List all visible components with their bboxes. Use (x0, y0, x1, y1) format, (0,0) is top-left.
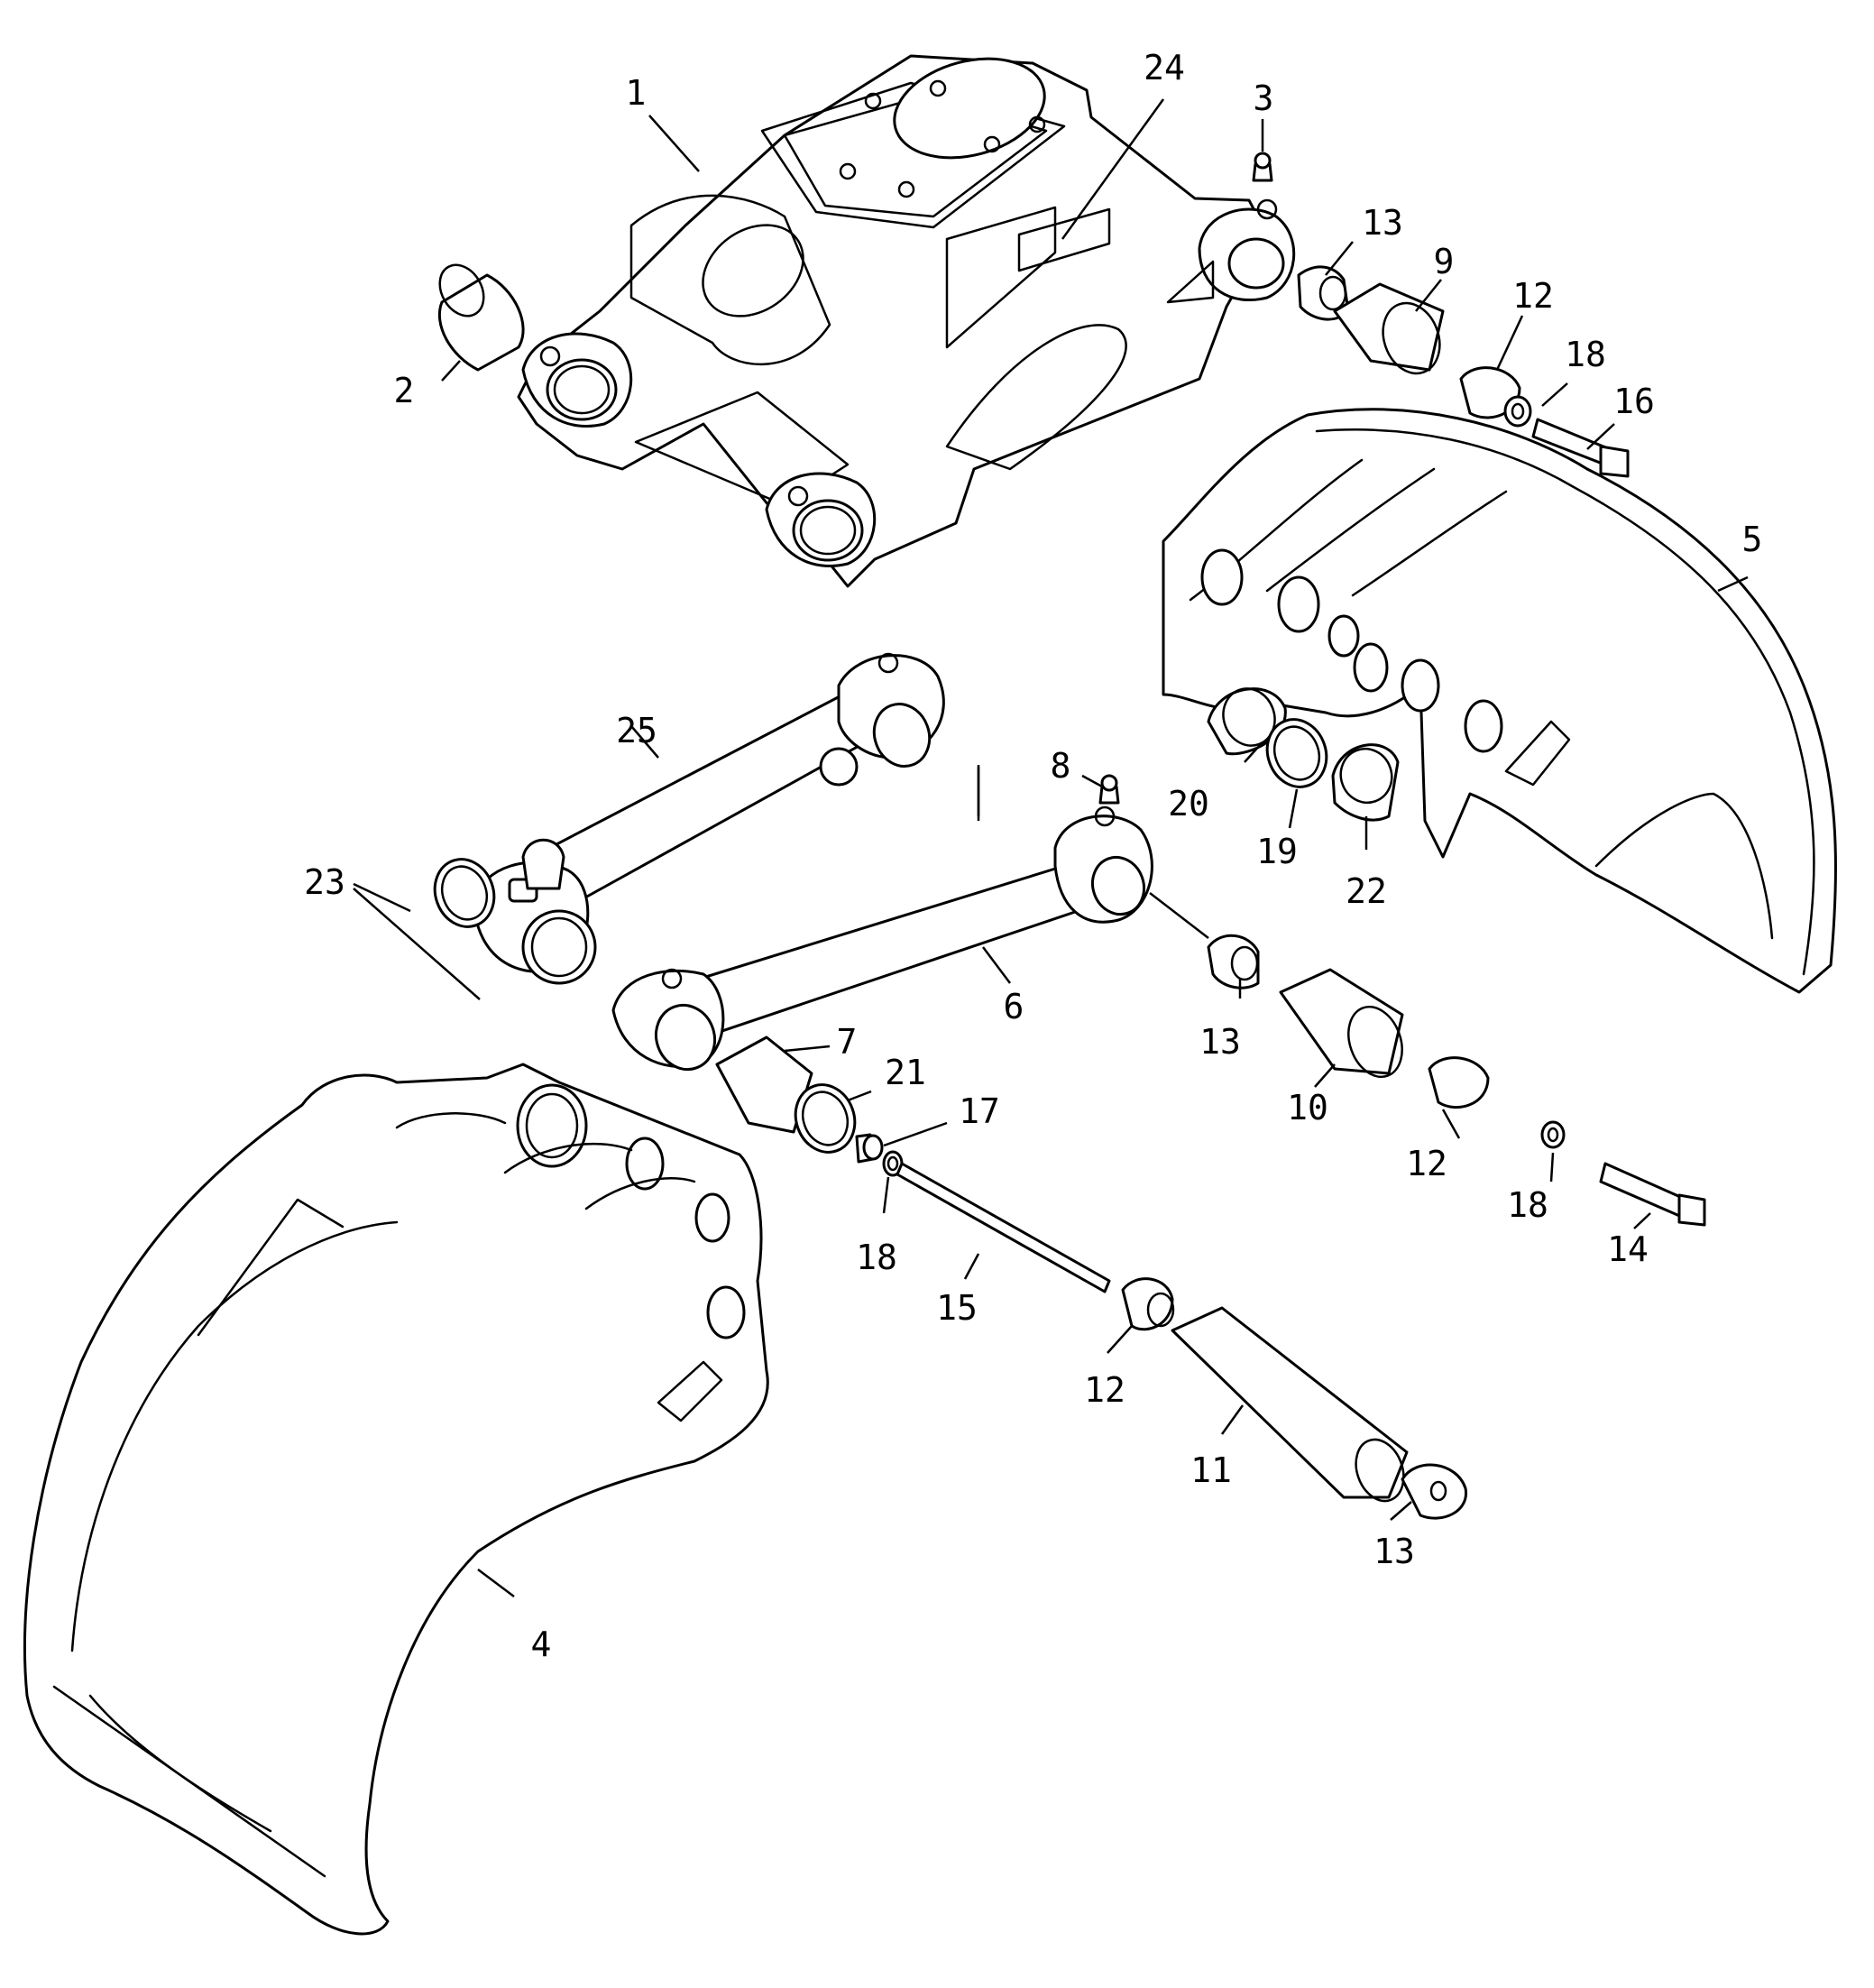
part-24-decal (1017, 207, 1111, 272)
part-23-bushings (433, 858, 496, 928)
callout-6: 6 (1004, 987, 1024, 1026)
part-6-link-arm (611, 805, 1153, 1072)
part-4-left-jaw (23, 1063, 769, 1936)
callout-5: 5 (1742, 520, 1763, 559)
callout-10: 10 (1287, 1088, 1328, 1127)
lower-pin-stack-left (715, 1035, 1111, 1293)
callout-18c: 18 (1507, 1185, 1548, 1225)
callout-2: 2 (394, 371, 415, 410)
callout-7: 7 (837, 1022, 858, 1062)
part-1-frame (517, 54, 1296, 588)
part-8-grease-nipple (1098, 774, 1120, 805)
callout-15: 15 (936, 1288, 978, 1328)
callout-12a: 12 (1512, 276, 1554, 316)
part-25-cylinder (472, 652, 945, 985)
callout-18b: 18 (856, 1238, 897, 1277)
callout-8: 8 (1051, 746, 1071, 786)
callout-13c: 13 (1373, 1532, 1415, 1571)
callout-13a: 13 (1362, 203, 1403, 243)
callout-20: 20 (1168, 784, 1209, 824)
callout-23: 23 (304, 862, 345, 902)
callout-14: 14 (1607, 1229, 1649, 1269)
callout-13b: 13 (1199, 1022, 1241, 1062)
leader-lines (353, 98, 1749, 1597)
callout-25: 25 (616, 711, 657, 750)
part-3-grease-nipple (1252, 152, 1273, 182)
part-2-bushing (437, 263, 525, 372)
callout-4: 4 (531, 1624, 552, 1664)
lower-pin-stack-right (1207, 934, 1706, 1227)
upper-pin-stack (1297, 265, 1630, 478)
bushings-20-19-22 (1207, 687, 1400, 822)
callout-1: 1 (626, 73, 647, 113)
callout-22: 22 (1346, 871, 1387, 911)
callout-17: 17 (959, 1091, 1000, 1131)
callout-9: 9 (1434, 242, 1455, 281)
callout-11: 11 (1190, 1450, 1232, 1490)
callout-12b: 12 (1406, 1144, 1447, 1183)
callout-24: 24 (1144, 48, 1185, 87)
part-5-right-jaw (1162, 408, 1838, 994)
callout-18a: 18 (1565, 335, 1606, 374)
callout-16: 16 (1613, 382, 1655, 421)
callout-21: 21 (885, 1053, 926, 1092)
lower-shaft-stack (1121, 1277, 1467, 1520)
callout-3: 3 (1254, 78, 1274, 118)
callouts: 1 2 3 4 5 6 7 8 9 10 11 12 12 12 13 13 1… (304, 48, 1762, 1664)
callout-19: 19 (1256, 832, 1298, 871)
callout-12c: 12 (1084, 1370, 1125, 1410)
